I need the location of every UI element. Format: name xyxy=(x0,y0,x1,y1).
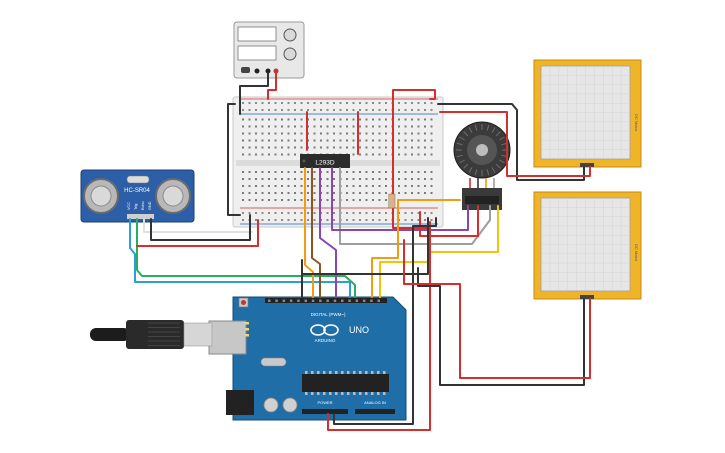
wire-blue xyxy=(129,218,351,298)
usb-port[interactable] xyxy=(208,320,247,355)
power-header xyxy=(302,409,348,414)
arduino-logo-icon xyxy=(310,324,339,336)
wire-purple xyxy=(331,167,469,231)
wire-red xyxy=(392,89,436,229)
dc-power-supply[interactable] xyxy=(233,21,305,79)
analog-header-label: ANALOG IN xyxy=(364,400,386,405)
ground-terminal xyxy=(254,68,260,74)
wires xyxy=(129,72,591,431)
wire-brown xyxy=(311,167,321,298)
usb-plug-icon xyxy=(183,322,213,347)
sensor-pin-label: VCC xyxy=(127,202,131,210)
arduino-brand: ARDUINO xyxy=(315,338,336,343)
dc-motor-bottom[interactable]: DC Motor xyxy=(533,191,642,300)
motor-bottom-grid xyxy=(541,198,630,291)
sensor-pin-label: Trig xyxy=(134,204,138,210)
encoder-wires xyxy=(469,178,495,188)
wire-black xyxy=(227,103,241,216)
digital-header-label: DIGITAL (PWM~) xyxy=(311,312,346,317)
arduino-model: UNO xyxy=(349,325,369,335)
wire-green xyxy=(136,218,356,298)
wire-red xyxy=(267,72,277,100)
wire-gray xyxy=(339,167,491,245)
wire-orange xyxy=(304,167,314,298)
wire-black xyxy=(150,214,251,241)
led-icon xyxy=(245,334,249,337)
digital-header xyxy=(265,298,387,303)
sensor-pin-header xyxy=(127,214,154,219)
power-jack[interactable] xyxy=(226,390,254,415)
rotary-encoder[interactable] xyxy=(453,121,511,210)
ultrasonic-sensor[interactable]: HC-SR04 VCC Trig Echo GND xyxy=(80,169,195,223)
wire-orange xyxy=(371,199,461,298)
capacitor-icon xyxy=(282,397,298,413)
positive-terminal xyxy=(273,68,279,74)
led-icon xyxy=(245,328,249,331)
motor-top-grid xyxy=(541,66,630,159)
led-icon xyxy=(245,322,249,325)
analog-header xyxy=(355,409,395,414)
motor-top-label: DC Motor xyxy=(634,114,639,132)
atmega-chip xyxy=(302,374,389,392)
wire-red xyxy=(327,221,431,431)
resistor-icon xyxy=(388,193,396,209)
sensor-label: HC-SR04 xyxy=(124,188,150,194)
sensor-pin-label: GND xyxy=(148,201,152,210)
wire-white xyxy=(143,218,253,233)
wire-black xyxy=(301,217,429,298)
wire-red xyxy=(439,111,591,177)
wire-red xyxy=(419,205,479,237)
dc-motor-top[interactable]: DC Motor xyxy=(533,59,642,168)
wire-red xyxy=(136,219,259,247)
sensor-pin-label: Echo xyxy=(141,201,145,210)
motor-bottom-label: DC Motor xyxy=(634,244,639,262)
encoder-shaft-icon xyxy=(476,144,488,156)
voltage-display xyxy=(237,26,277,42)
capacitor-icon xyxy=(263,397,279,413)
wire-black xyxy=(239,72,269,115)
power-header-label: POWER xyxy=(317,400,332,405)
crystal-icon xyxy=(126,175,150,184)
current-knob[interactable] xyxy=(283,47,297,61)
current-display xyxy=(237,45,277,61)
wire-black xyxy=(437,103,585,181)
power-switch[interactable] xyxy=(241,67,250,73)
wire-black xyxy=(333,217,437,425)
driver-ic-label: L293D xyxy=(315,160,334,167)
negative-terminal xyxy=(265,68,271,74)
usb-cable[interactable] xyxy=(90,320,213,349)
crystal-icon xyxy=(260,357,287,367)
voltage-knob[interactable] xyxy=(283,28,297,42)
driver-ic[interactable]: L293D xyxy=(300,154,350,168)
arduino-uno[interactable]: DIGITAL (PWM~) UNO ARDUINO POWER ANALOG … xyxy=(208,296,407,421)
wire-red xyxy=(403,239,591,379)
